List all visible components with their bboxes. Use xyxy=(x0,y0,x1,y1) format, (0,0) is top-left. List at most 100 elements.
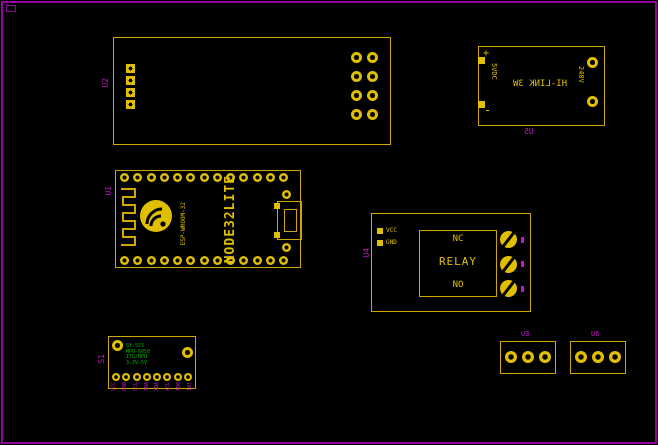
origin-marker xyxy=(6,5,16,12)
screw-terminal xyxy=(500,280,517,297)
screw-terminal xyxy=(500,256,517,273)
u1-board-name: NODE32LITE xyxy=(222,174,238,264)
u5-240v-label: 240V xyxy=(577,66,585,83)
u6-outline xyxy=(570,341,626,374)
terminal-pin-marker xyxy=(521,261,524,267)
s1-header-pads xyxy=(112,373,192,381)
pad xyxy=(126,88,135,97)
pad xyxy=(126,64,135,73)
s1-pin-label: GND xyxy=(121,382,128,392)
pad xyxy=(212,256,222,265)
u5-title: HI-LINK 3W xyxy=(512,79,568,89)
pad xyxy=(609,351,621,363)
pad xyxy=(274,203,280,209)
u5-plus-label: + xyxy=(483,48,490,59)
pad xyxy=(351,109,362,120)
u5-reference: U5 xyxy=(524,127,534,136)
u5-minus-label: - xyxy=(484,103,492,117)
antenna-pattern xyxy=(121,188,136,246)
pad xyxy=(146,173,156,182)
s1-pin-label: XDA xyxy=(154,382,161,392)
pad xyxy=(265,256,275,265)
pad xyxy=(112,373,120,381)
s1-pin-label: AD0 xyxy=(176,382,183,392)
u1-bottom-pin-row xyxy=(120,256,288,265)
u5-outline xyxy=(478,46,605,126)
u4-reference: U4 xyxy=(362,248,371,258)
pad xyxy=(173,373,182,381)
pad xyxy=(505,351,517,363)
s1-pin-labels: VCC GND SCL SDA XDA XCL AD0 INT xyxy=(111,382,193,391)
pad xyxy=(282,190,291,199)
pad xyxy=(377,228,383,234)
s1-reference: S1 xyxy=(97,354,106,364)
u4-vcc-label: VCC xyxy=(386,227,397,234)
pad xyxy=(351,90,362,101)
s1-pin-label: INT xyxy=(186,382,193,392)
pad xyxy=(126,100,135,109)
u1-outline xyxy=(115,170,301,268)
pad xyxy=(159,256,169,265)
pad xyxy=(592,351,604,363)
pad xyxy=(377,240,383,246)
usb-connector xyxy=(277,201,302,240)
u1-board-name-wrap: NODE32LITE xyxy=(212,172,248,266)
s1-outline xyxy=(108,336,196,389)
pad xyxy=(282,243,291,252)
pad xyxy=(351,52,362,63)
pad xyxy=(587,96,598,107)
u2-reference: U2 xyxy=(101,78,110,88)
pad xyxy=(126,76,135,85)
u1-reference: U1 xyxy=(104,186,113,196)
u1-chip-name: ESP-WROOM-32 xyxy=(179,202,187,246)
pad xyxy=(186,173,196,182)
s1-pin-label: VCC xyxy=(111,382,117,392)
pad xyxy=(186,256,196,265)
pad xyxy=(133,173,143,182)
pad xyxy=(522,351,534,363)
pad xyxy=(367,52,378,63)
pad xyxy=(142,373,151,381)
pad xyxy=(163,373,172,381)
pad xyxy=(183,373,192,381)
pad xyxy=(199,256,209,265)
pad xyxy=(265,173,275,182)
u3-reference: U3 xyxy=(521,330,530,338)
s1-pin-label: XCL xyxy=(165,382,172,392)
pad xyxy=(539,351,551,363)
pad xyxy=(212,173,222,182)
u2-outline xyxy=(113,37,391,145)
s1-silkscreen-text: GY-521 MPU-6050 ITG/MPU 3.3V-5V xyxy=(126,343,151,366)
pad xyxy=(120,173,129,182)
u4-outline xyxy=(371,213,531,312)
relay-nc-label: NC xyxy=(452,234,464,244)
u5-5vdc-label: 5VDC xyxy=(490,63,498,80)
usb-connector-inner xyxy=(284,209,297,232)
pad xyxy=(351,71,362,82)
pad xyxy=(478,101,485,108)
pad xyxy=(239,173,249,182)
pad xyxy=(133,256,143,265)
pad xyxy=(199,173,209,182)
pad xyxy=(132,373,141,381)
u1-chip-name-wrap: ESP-WROOM-32 xyxy=(176,192,190,256)
u1-top-pin-row xyxy=(120,173,288,182)
pad xyxy=(279,256,288,265)
pad xyxy=(146,256,156,265)
pad xyxy=(226,256,235,265)
pad xyxy=(153,373,162,381)
relay-name: RELAY xyxy=(438,255,478,268)
pad xyxy=(173,256,182,265)
pad xyxy=(122,373,131,381)
pad xyxy=(367,71,378,82)
pad xyxy=(367,109,378,120)
u3-outline xyxy=(500,341,556,374)
s1-pin-label: SDA xyxy=(143,382,150,392)
terminal-pin-marker xyxy=(521,286,524,292)
esp-logo xyxy=(140,200,172,232)
pad xyxy=(252,256,262,265)
u4-gnd-label: GND xyxy=(386,239,397,246)
terminal-pin-marker xyxy=(521,237,524,243)
pad xyxy=(587,57,598,68)
